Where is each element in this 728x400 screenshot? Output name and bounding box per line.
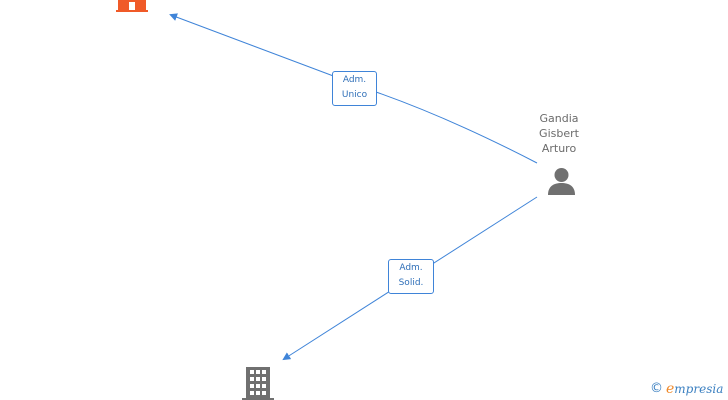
empresia-watermark: © empresia <box>650 380 723 398</box>
edge-label-adm-solid[interactable]: Adm. Solid. <box>388 259 434 294</box>
brand-rest: mpresia <box>674 382 724 396</box>
edge-label-line: Solid. <box>398 278 424 288</box>
edge-label-line: Unico <box>341 90 368 100</box>
person-node[interactable] <box>547 167 576 195</box>
copyright-symbol: © <box>650 381 663 396</box>
person-name-line: Gandia <box>539 112 579 125</box>
person-name[interactable]: Gandia Gisbert Arturo <box>519 111 599 156</box>
edge-line-adm-unico <box>169 13 538 164</box>
company-node-bottom[interactable] <box>242 367 274 400</box>
edge-label-line: Adm. <box>399 263 423 273</box>
building-icon <box>116 0 148 12</box>
company-node-top[interactable] <box>116 0 148 12</box>
person-icon <box>548 168 575 195</box>
person-name-line: Arturo <box>541 142 577 155</box>
brand-logo: empresia <box>666 380 723 398</box>
edge-label-adm-unico[interactable]: Adm. Unico <box>332 71 377 106</box>
edge-label-line: Adm. <box>342 75 367 85</box>
person-name-line: Gisbert <box>539 127 579 140</box>
building-icon <box>242 367 274 400</box>
brand-initial: e <box>666 381 675 397</box>
